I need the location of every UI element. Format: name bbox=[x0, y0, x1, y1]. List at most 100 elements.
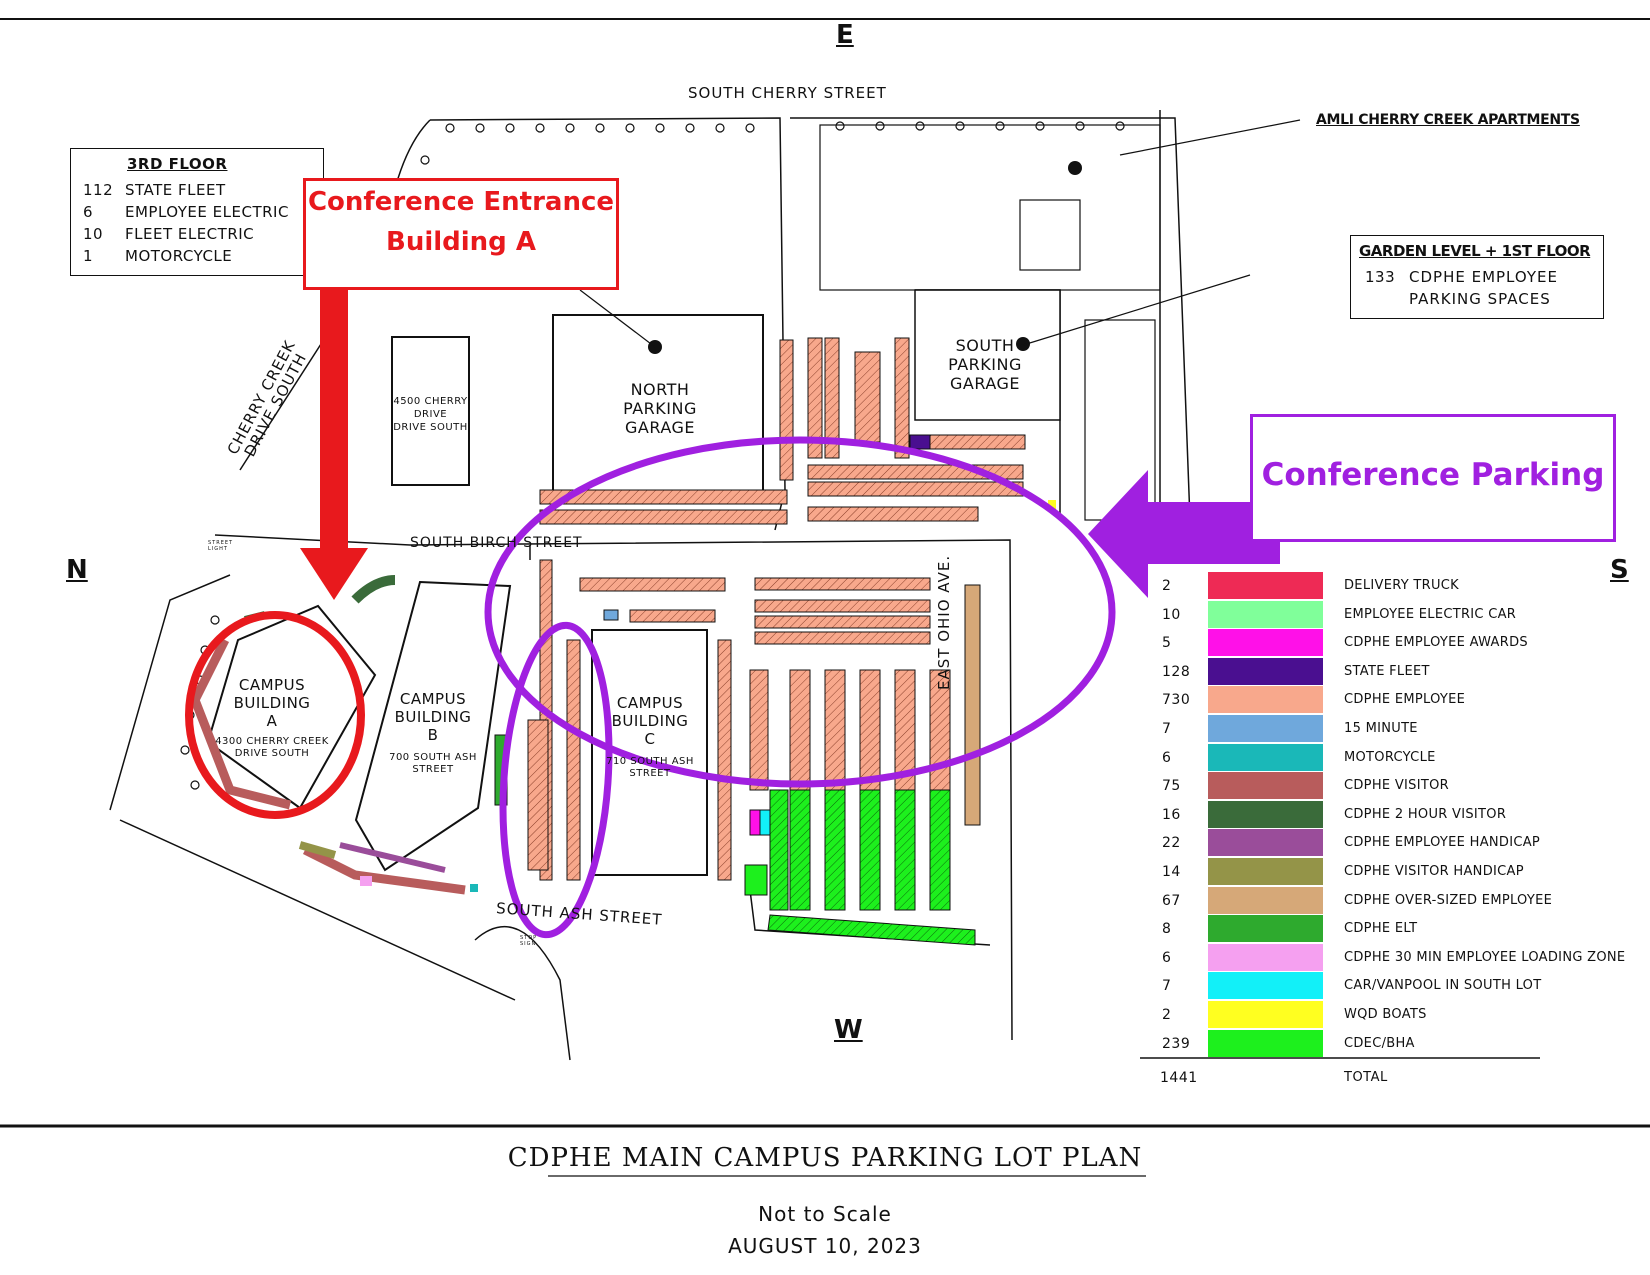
legend-count: 22 bbox=[1162, 835, 1181, 852]
legend-label: WQD BOATS bbox=[1344, 1007, 1427, 1022]
legend-count: 6 bbox=[1162, 949, 1172, 966]
legend-swatch bbox=[1208, 629, 1323, 657]
two-hour-visitor-parking bbox=[351, 575, 396, 604]
scale-note: Not to Scale bbox=[758, 1202, 892, 1226]
street-south-cherry: SOUTH CHERRY STREET bbox=[688, 84, 887, 102]
parking-row bbox=[754, 615, 931, 629]
legend-swatch bbox=[1208, 943, 1323, 971]
parking-row bbox=[754, 599, 931, 613]
legend-total-count: 1441 bbox=[1160, 1070, 1198, 1086]
parking-row bbox=[717, 639, 732, 881]
legend-swatch bbox=[1208, 829, 1323, 857]
cdec-parking bbox=[769, 789, 789, 911]
legend-count: 730 bbox=[1162, 692, 1191, 709]
legend-swatch bbox=[1208, 972, 1323, 1000]
legend-count: 75 bbox=[1162, 778, 1181, 795]
legend-label: CDPHE 30 MIN EMPLOYEE LOADING ZONE bbox=[1344, 949, 1626, 965]
legend-row: 239 CDEC/BHA bbox=[1148, 1029, 1648, 1058]
conference-entrance-line2: Building A bbox=[386, 227, 536, 257]
awards-parking bbox=[749, 809, 761, 836]
legend-count: 239 bbox=[1162, 1035, 1191, 1052]
legend-label: CDPHE 2 HOUR VISITOR bbox=[1344, 806, 1507, 822]
legend-swatch bbox=[1208, 1029, 1323, 1057]
parking-row bbox=[579, 577, 726, 592]
legend-swatch bbox=[1208, 772, 1323, 800]
compass-north: N bbox=[66, 555, 88, 585]
legend-count: 7 bbox=[1162, 978, 1172, 995]
third-floor-title: 3RD FLOOR bbox=[127, 155, 228, 173]
parking-row bbox=[824, 669, 846, 791]
cdec-parking bbox=[929, 789, 951, 911]
legend-label: STATE FLEET bbox=[1344, 663, 1430, 679]
building-a-circle bbox=[185, 611, 365, 819]
legend-swatch bbox=[1208, 1001, 1323, 1028]
legend-count: 5 bbox=[1162, 635, 1172, 652]
conference-parking-label: Conference Parking bbox=[1261, 457, 1605, 493]
legend-label: CDPHE VISITOR bbox=[1344, 778, 1449, 794]
conference-parking-callout: Conference Parking bbox=[1250, 414, 1616, 542]
visitor-parking bbox=[302, 845, 466, 895]
state-fleet-spaces bbox=[909, 434, 931, 450]
legend-label: EMPLOYEE ELECTRIC CAR bbox=[1344, 606, 1517, 622]
legend-label: 15 MINUTE bbox=[1344, 721, 1418, 736]
garden-level-box: GARDEN LEVEL + 1ST FLOOR 133 CDPHE EMPLO… bbox=[1350, 235, 1604, 319]
cdec-parking bbox=[744, 864, 768, 896]
amli-apartments-label: AMLI CHERRY CREEK APARTMENTS bbox=[1316, 112, 1580, 128]
parking-row bbox=[807, 481, 1024, 497]
legend-row: 7 15 MINUTE bbox=[1148, 715, 1648, 743]
south-parking-garage bbox=[914, 289, 1061, 421]
parking-row bbox=[789, 669, 811, 791]
legend-total-label: TOTAL bbox=[1344, 1070, 1388, 1085]
campus-building-a-outline bbox=[206, 604, 377, 810]
compass-west: W bbox=[834, 1015, 863, 1045]
entrance-arrow-shaft bbox=[320, 265, 348, 555]
legend-swatch bbox=[1208, 915, 1323, 943]
visitor-parking bbox=[190, 637, 292, 810]
parking-row bbox=[629, 609, 716, 623]
legend-count: 10 bbox=[1162, 606, 1181, 623]
legend-row: 75 CDPHE VISITOR bbox=[1148, 772, 1648, 800]
parking-row bbox=[807, 506, 979, 522]
building-4500 bbox=[391, 336, 470, 486]
legend-label: CDEC/BHA bbox=[1344, 1035, 1415, 1051]
parking-row bbox=[779, 339, 794, 481]
legend-count: 7 bbox=[1162, 721, 1172, 737]
legend-count: 8 bbox=[1162, 921, 1172, 938]
parking-row bbox=[539, 509, 788, 525]
garden-level-line1: CDPHE EMPLOYEE bbox=[1409, 268, 1558, 286]
ash-street-ellipse bbox=[499, 621, 613, 939]
conference-entrance-callout: Conference Entrance Building A bbox=[303, 178, 619, 290]
legend-swatch bbox=[1208, 572, 1323, 599]
legend-label: CDPHE EMPLOYEE HANDICAP bbox=[1344, 835, 1541, 851]
legend-swatch bbox=[1208, 858, 1323, 885]
legend-label: CDPHE VISITOR HANDICAP bbox=[1344, 864, 1524, 879]
compass-east: E bbox=[836, 20, 854, 50]
garden-level-line2: PARKING SPACES bbox=[1409, 290, 1551, 308]
legend-label: CDPHE EMPLOYEE AWARDS bbox=[1344, 635, 1528, 651]
parking-row bbox=[929, 434, 1026, 450]
street-south-birch: SOUTH BIRCH STREET bbox=[410, 535, 583, 551]
legend-count: 6 bbox=[1162, 749, 1172, 766]
fifteen-minute-parking bbox=[603, 609, 619, 621]
legend-swatch bbox=[1208, 657, 1323, 685]
parking-arrow-head bbox=[1088, 470, 1148, 598]
legend-swatch bbox=[1208, 743, 1323, 771]
parking-row bbox=[527, 719, 549, 871]
parking-row bbox=[824, 337, 840, 459]
